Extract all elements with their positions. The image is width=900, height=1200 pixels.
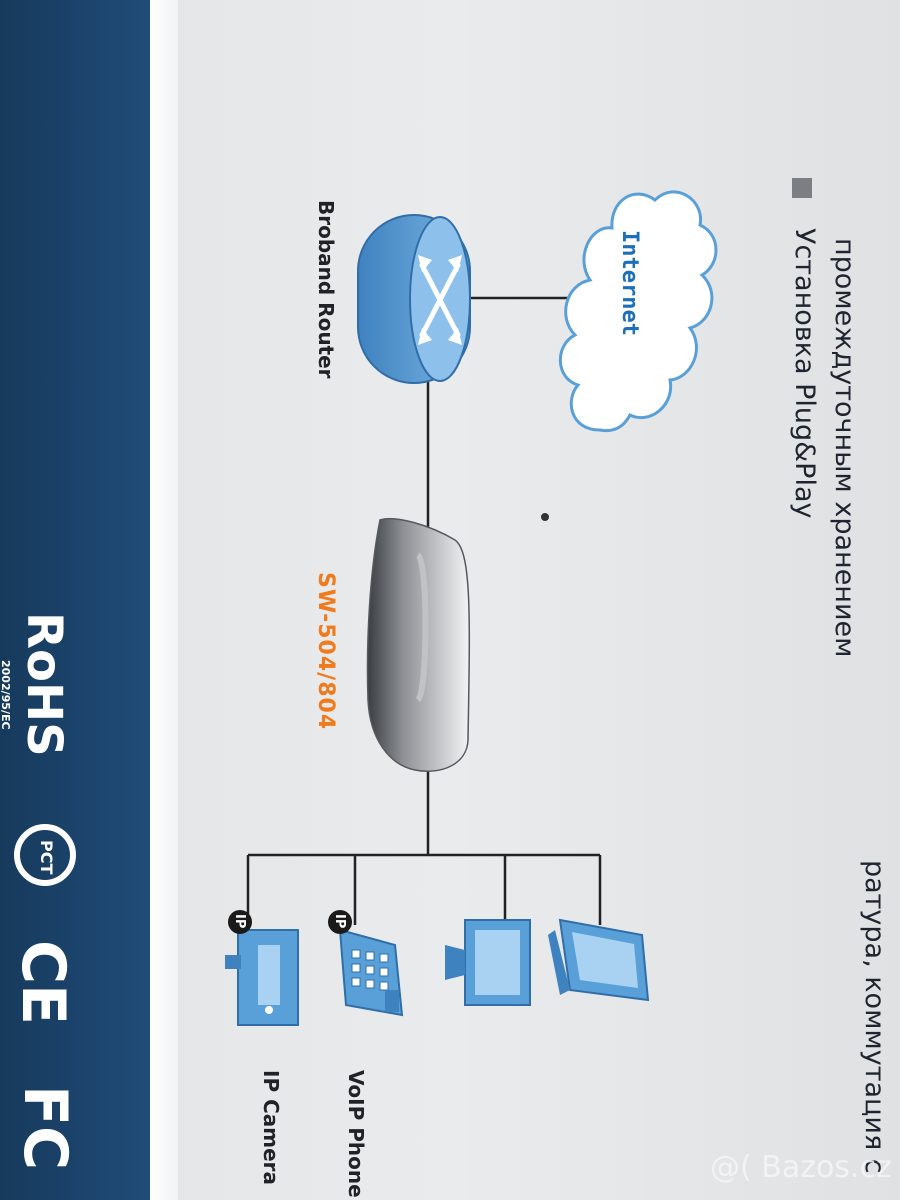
bullet-square	[792, 178, 812, 198]
cloud-icon	[558, 190, 718, 433]
ip-badge-camera-text: IP	[232, 914, 247, 929]
text-cut-top: ратура, коммутация с	[859, 860, 890, 1174]
cert-rohs-sub: 2002/95/EC	[0, 660, 12, 730]
cert-rohs: RoHS	[16, 612, 72, 757]
ip-badge-voip	[328, 910, 352, 934]
band-white-edge	[150, 0, 178, 1200]
pct-mark-icon	[14, 824, 76, 886]
voip-phone-icon	[338, 928, 404, 1017]
text-line-storage: промеждуточным хранением	[829, 238, 860, 658]
ip-badge-voip-text: IP	[332, 914, 347, 929]
ip-camera-icon	[225, 929, 299, 1026]
label-router: Broband Router	[314, 200, 338, 379]
cert-pct: PCT	[37, 840, 56, 875]
label-switch: SW-504/804	[313, 572, 338, 731]
ip-badge-camera	[228, 910, 252, 934]
cert-ce: CE	[8, 940, 78, 1026]
ink-spot	[541, 513, 549, 521]
router-icon	[357, 214, 471, 384]
computer-icon	[548, 918, 650, 1002]
monitor-icon	[445, 919, 531, 1006]
connection-lines	[246, 296, 602, 925]
blue-side-band	[0, 0, 175, 1200]
label-voip-phone: VoIP Phone	[344, 1070, 368, 1198]
label-ip-camera: IP Camera	[259, 1070, 283, 1185]
watermark-bazos: @( Bazos.cz	[710, 1150, 892, 1185]
text-plug-and-play: Установка Plug&Play	[789, 228, 820, 519]
switch-icon	[366, 517, 471, 772]
cert-fc: FC	[10, 1085, 80, 1171]
label-internet: Internet	[617, 230, 642, 336]
